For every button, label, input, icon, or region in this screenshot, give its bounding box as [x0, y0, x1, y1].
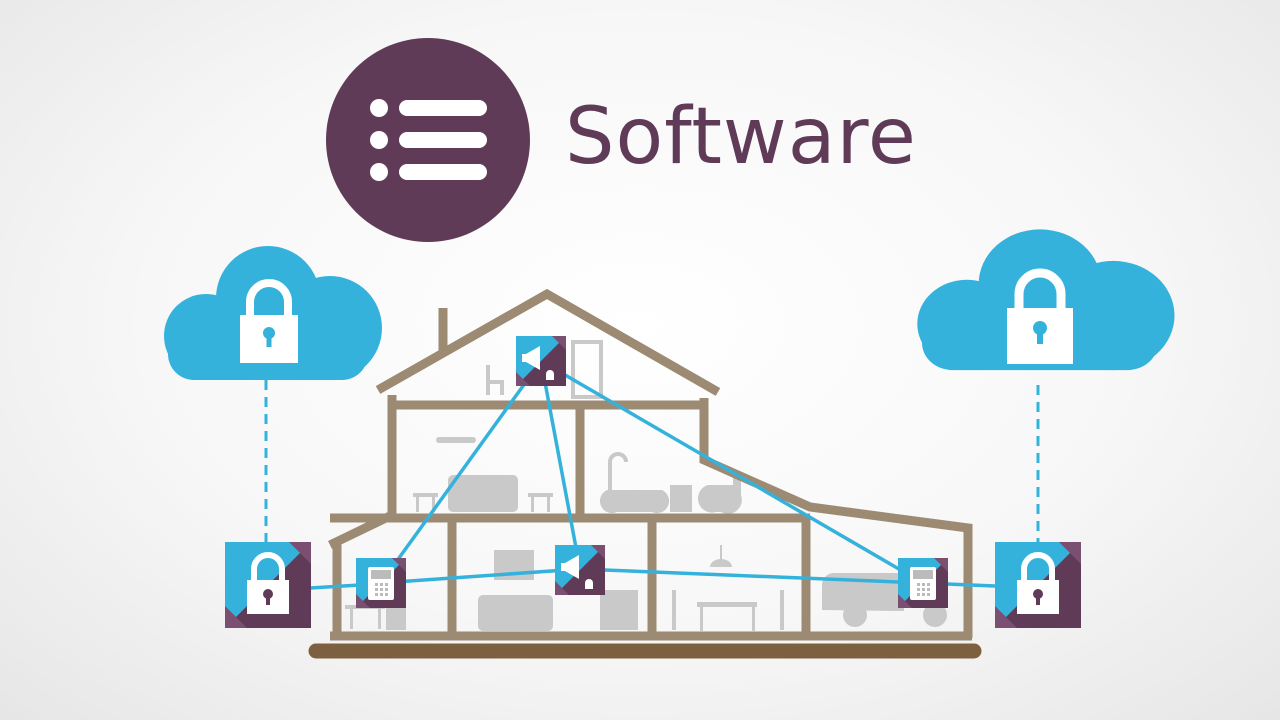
list-icon: [326, 38, 530, 242]
lock-icon-right: [995, 542, 1081, 628]
cloud-lock-icon-right: [917, 229, 1175, 371]
network-connections: [309, 359, 996, 590]
keypad-icon-left: [356, 558, 406, 608]
keypad-icon-right: [898, 558, 948, 608]
lock-icon-left: [225, 542, 311, 628]
furniture: [345, 340, 947, 631]
page-title: Software: [565, 92, 917, 182]
siren-icon-attic: [516, 336, 566, 386]
house-outline: [328, 288, 973, 641]
cloud-lock-icon-left: [164, 246, 382, 380]
siren-icon-living: [555, 545, 605, 595]
